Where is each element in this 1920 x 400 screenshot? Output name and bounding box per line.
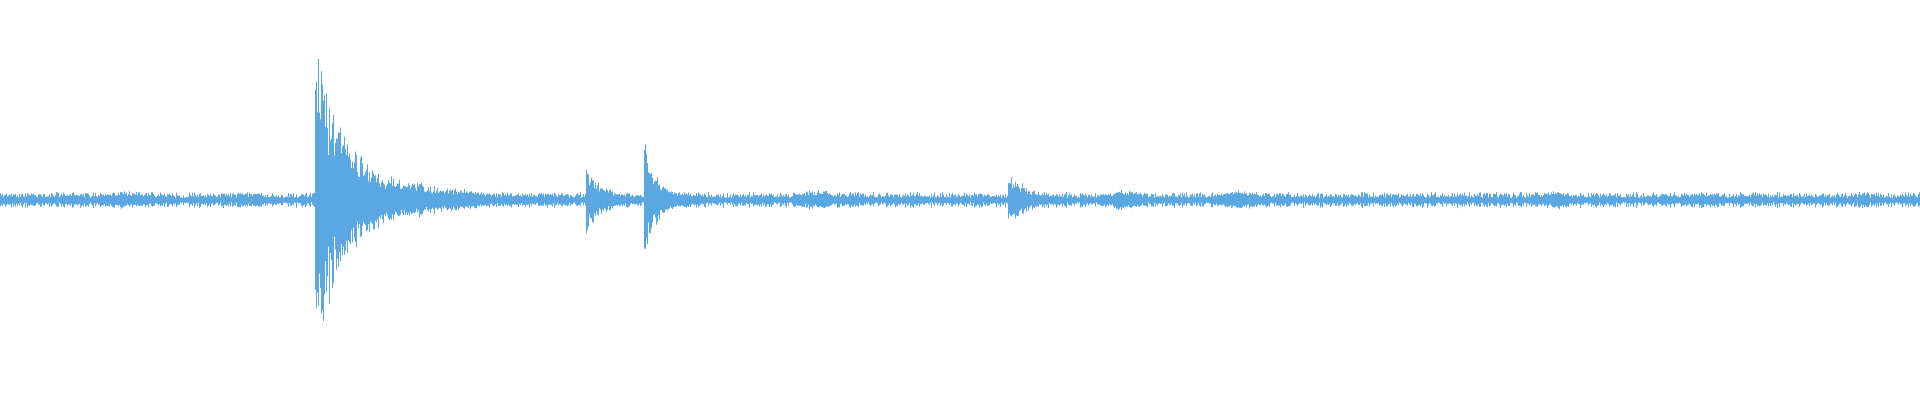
waveform-trace: [0, 58, 1920, 322]
